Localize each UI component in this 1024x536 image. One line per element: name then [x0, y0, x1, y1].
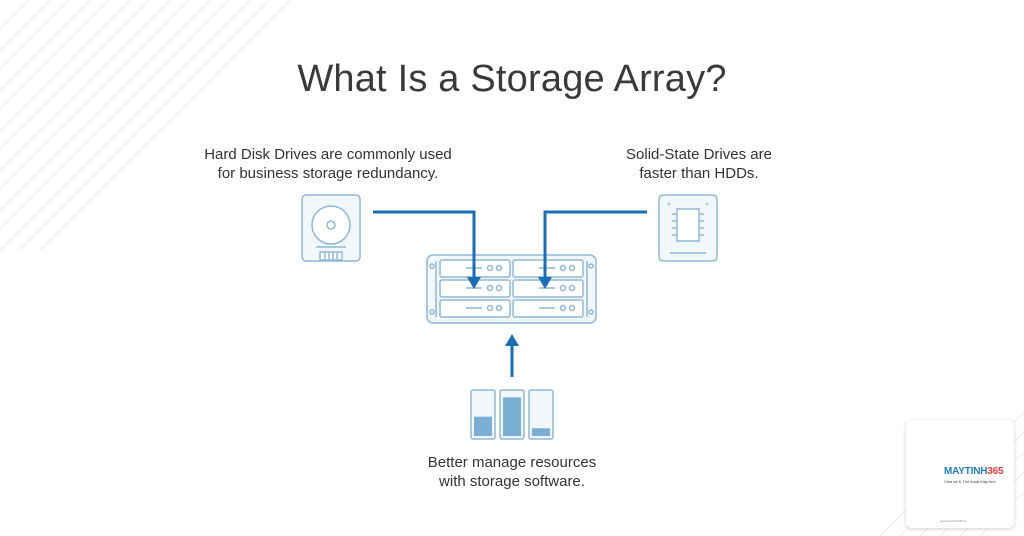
hdd-caption-line-1: Hard Disk Drives are commonly used [204, 146, 452, 163]
software-caption-line-1: Better manage resources [427, 454, 597, 471]
page-title: What Is a Storage Array? [297, 58, 727, 100]
hard-disk-drive-icon [301, 194, 361, 262]
hdd-caption-line-2: for business storage redundancy. [217, 165, 439, 182]
software-caption: Better manage resources with storage sof… [380, 453, 644, 491]
software-level-bar-3 [532, 428, 550, 436]
solid-state-drive-icon [658, 194, 718, 262]
arrow-hdd-to-array [373, 210, 481, 289]
logo-url: www.maytinh365.vn [940, 519, 967, 523]
software-level-bar-1 [474, 416, 492, 436]
ssd-caption-line-1: Solid-State Drives are [626, 146, 772, 163]
logo-brand: MAYTINH365 [944, 466, 1004, 477]
logo-brand-name: MAYTINH [944, 466, 988, 477]
ssd-caption-line-2: faster than HDDs. [639, 165, 759, 182]
arrow-software-to-array [505, 334, 519, 377]
storage-software-icon [470, 389, 554, 440]
ssd-caption: Solid-State Drives are faster than HDDs. [590, 145, 808, 183]
software-caption-line-2: with storage software. [439, 473, 585, 490]
decorative-hatching [0, 0, 291, 251]
hdd-caption: Hard Disk Drives are commonly used for b… [180, 145, 476, 183]
arrow-ssd-to-array [538, 210, 647, 289]
software-level-bar-2 [503, 397, 521, 436]
storage-array-icon [426, 254, 597, 324]
logo-card [906, 420, 1014, 528]
logo-tagline: Chia sẻ & Thủ thuật Máy tính [944, 479, 996, 484]
logo-brand-number: 365 [987, 466, 1004, 477]
